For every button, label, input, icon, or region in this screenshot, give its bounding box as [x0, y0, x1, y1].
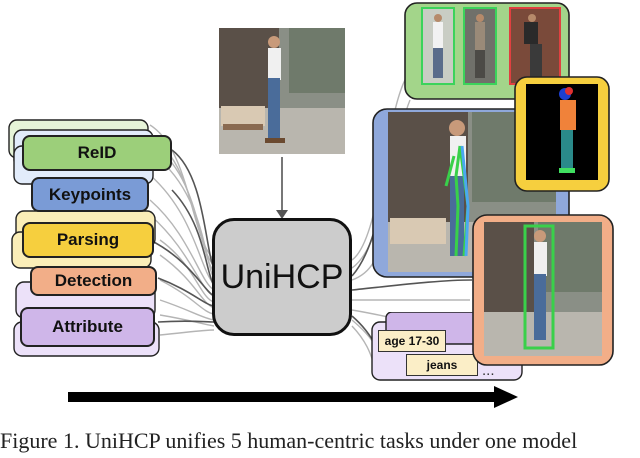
task-attribute: Attribute	[20, 307, 155, 347]
attribute-jeans-tag: jeans	[406, 354, 478, 376]
diagram: ReID Keypoints Parsing Detection Attribu…	[0, 2, 614, 453]
task-reid: ReID	[22, 135, 172, 171]
task-keypoints: Keypoints	[31, 177, 149, 212]
parsing-output-panel	[514, 76, 610, 192]
detection-output-panel	[472, 214, 614, 366]
attribute-age-tag: age 17-30	[378, 330, 446, 352]
input-person-photo	[219, 28, 345, 154]
task-detection: Detection	[30, 266, 157, 296]
unihcp-model-box: UniHCP	[212, 218, 352, 336]
reid-output-gallery	[404, 2, 570, 100]
more-indicator: ...	[482, 362, 495, 379]
task-parsing: Parsing	[22, 222, 154, 258]
figure-caption: Figure 1. UniHCP unifies 5 human-centric…	[0, 428, 578, 453]
